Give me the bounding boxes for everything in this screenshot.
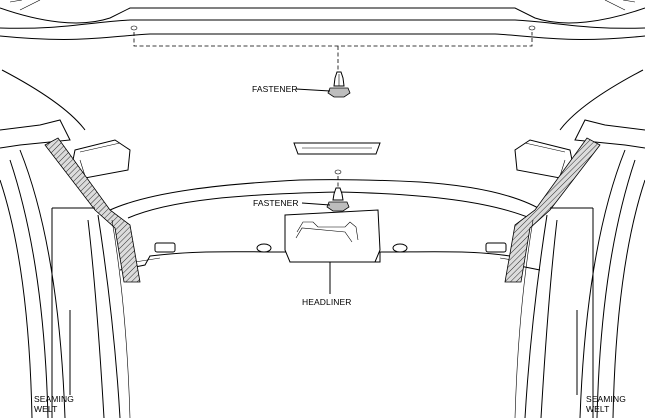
- fastener-clip-top: [327, 71, 351, 98]
- overhead-console: [293, 142, 381, 155]
- fastener-clip-mid: [326, 169, 350, 212]
- left-vent-icon: [154, 242, 176, 253]
- fastener-location-line: [130, 25, 536, 72]
- fastener-top-leader: [295, 88, 331, 92]
- headliner-label: HEADLINER: [302, 297, 352, 307]
- right-vent-icon: [485, 242, 507, 253]
- fastener-mid-label: FASTENER: [253, 198, 299, 208]
- seaming-welt-right-line2: WELT: [586, 404, 610, 414]
- fastener-top-label: FASTENER: [252, 84, 298, 94]
- left-pillar: [0, 119, 141, 418]
- rear-headliner-panel: [109, 179, 546, 271]
- seaming-welt-left-line2: WELT: [34, 404, 58, 414]
- fastener-mid-leader: [301, 202, 331, 206]
- seaming-welt-right-line1: SEAMING: [586, 394, 626, 404]
- roof-outline: [0, 0, 645, 131]
- right-pillar: [504, 119, 645, 418]
- seaming-welt-left-line1: SEAMING: [34, 394, 74, 404]
